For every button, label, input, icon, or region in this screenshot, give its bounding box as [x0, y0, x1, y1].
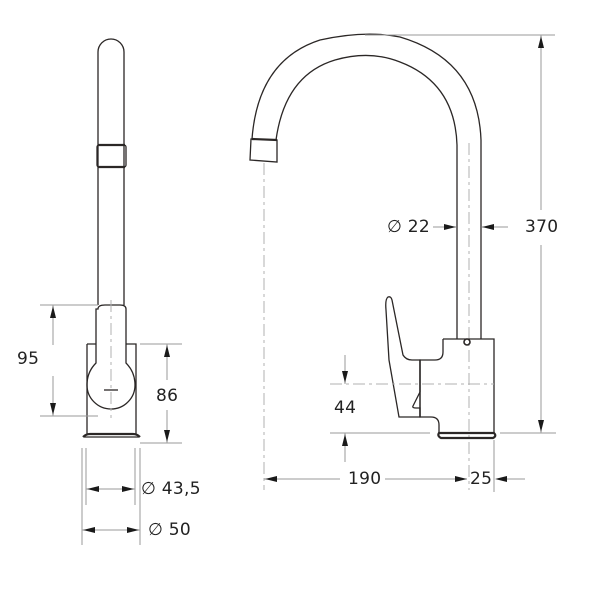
front-body-housing	[86, 343, 137, 435]
dim-label-86: 86	[156, 386, 179, 406]
side-view	[249, 33, 556, 492]
front-view	[40, 38, 182, 545]
side-spout-inner	[275, 54, 458, 339]
dim-label-44: 44	[334, 398, 357, 418]
dim-label-diameter-22: ∅ 22	[387, 217, 431, 237]
side-base-flange	[437, 431, 497, 440]
side-spout-outer	[251, 33, 482, 339]
front-spout-tube	[97, 38, 125, 305]
front-aerator-ring	[96, 144, 127, 168]
side-aerator	[249, 138, 278, 163]
cartridge-screw	[463, 338, 471, 346]
dim-label-370: 370	[525, 217, 559, 237]
dim-label-diameter-50: ∅ 50	[148, 520, 192, 540]
front-base-flange	[82, 432, 141, 438]
dim-label-25: 25	[470, 469, 493, 489]
dim-label-diameter-43-5: ∅ 43,5	[141, 479, 201, 499]
side-lever-handle	[385, 296, 421, 418]
side-body	[419, 338, 495, 433]
dim-label-95: 95	[17, 349, 40, 369]
dim-label-190: 190	[348, 469, 382, 489]
